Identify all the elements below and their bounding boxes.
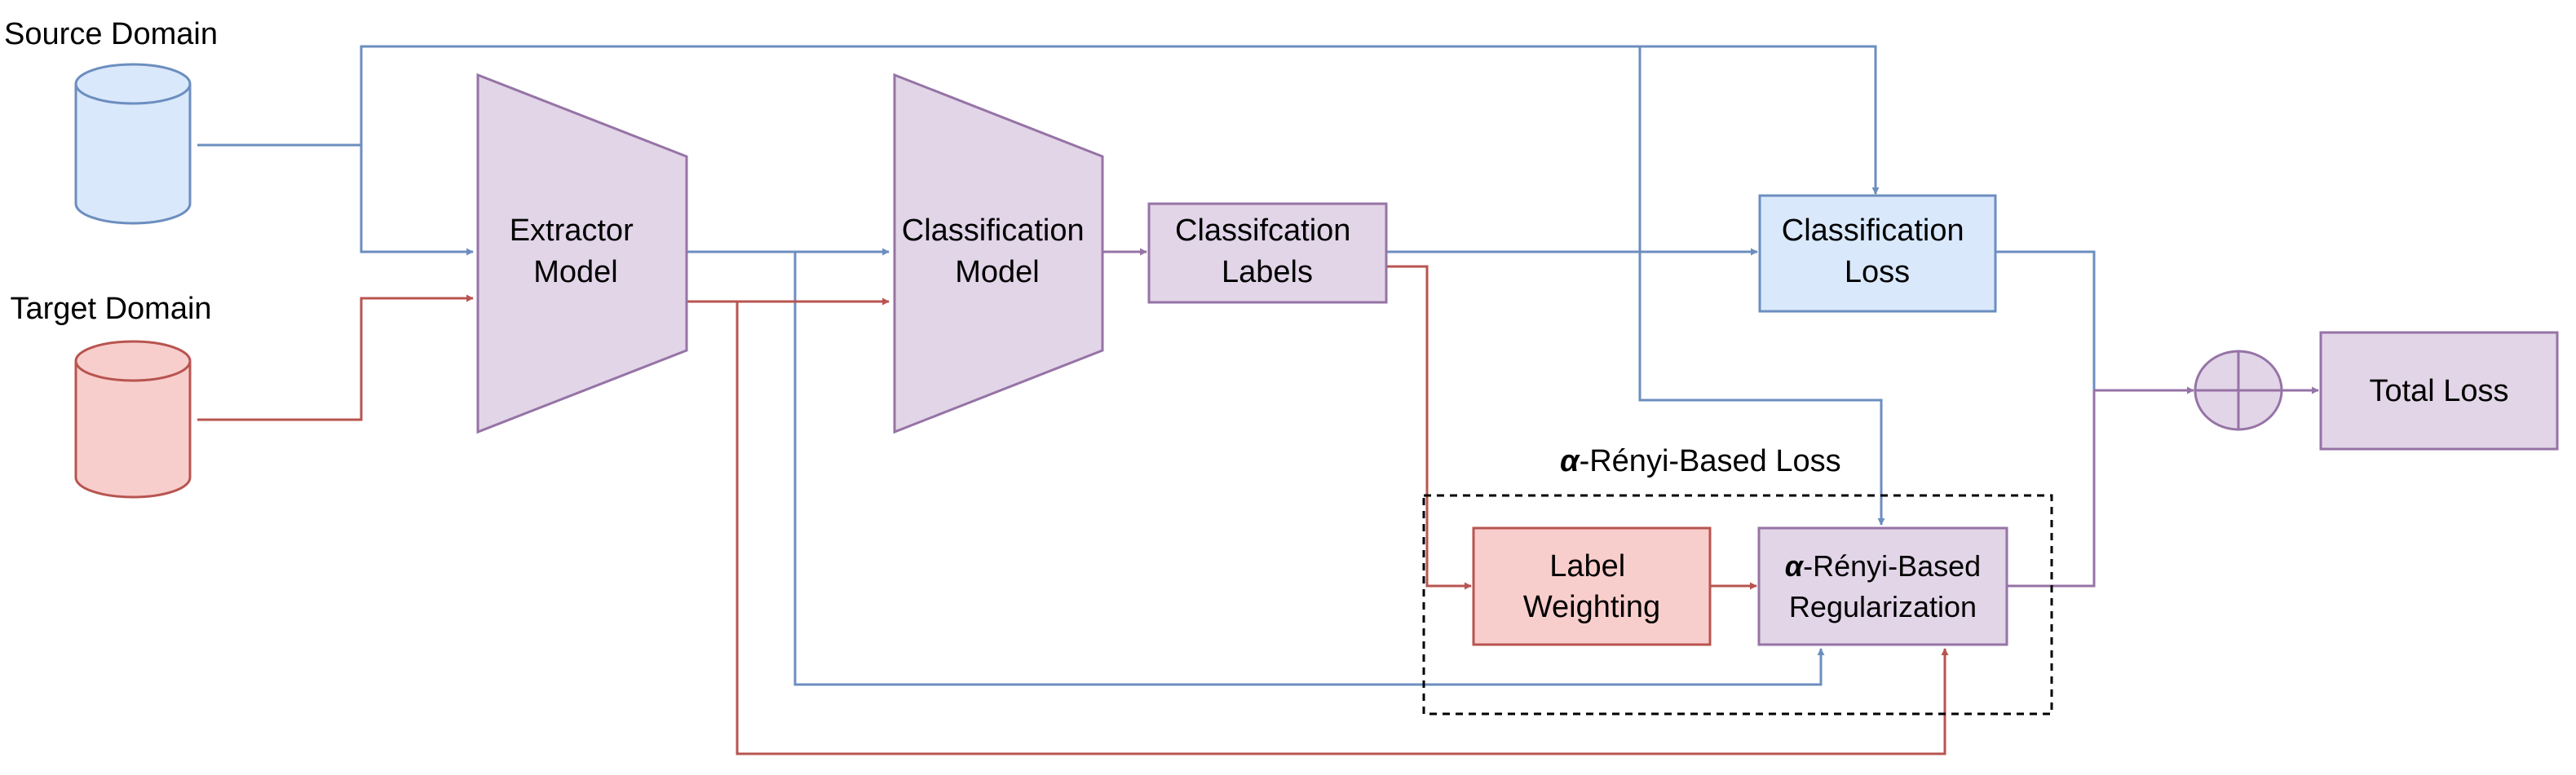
edge-target-to-extractor — [197, 294, 474, 421]
renyi-regularization-line2: Regularization — [1789, 590, 1977, 623]
renyi-loss-group-title: α-Rényi-Based Loss — [1560, 444, 1841, 478]
total-loss-box: Total Loss — [2319, 331, 2559, 451]
classification-loss-line1: Classification — [1782, 214, 1964, 248]
classification-model-label: Classification Model — [902, 214, 1093, 289]
edges — [197, 45, 2319, 755]
renyi-loss-group: α-Rényi-Based Loss — [1422, 444, 2053, 716]
edge-classification-loss-to-sum — [1995, 250, 2096, 390]
renyi-regularization-line1: α-Rényi-Based — [1785, 549, 1981, 583]
renyi-loss-group-border — [1422, 494, 2053, 716]
classification-labels-box: Classifcation Labels — [1147, 202, 1388, 304]
renyi-regularization-line1-text: -Rényi-Based — [1803, 549, 1981, 583]
alpha-symbol: α — [1785, 549, 1805, 583]
total-loss-label: Total Loss — [2369, 374, 2508, 408]
renyi-regularization-box: α-Rényi-Based Regularization — [1757, 526, 2008, 646]
target-database-icon — [74, 340, 192, 499]
circle-plus-icon — [2194, 350, 2283, 431]
classification-labels-line2: Labels — [1222, 255, 1313, 289]
edge-regularization-to-sum — [2007, 390, 2096, 588]
label-weighting-line2: Weighting — [1523, 590, 1660, 624]
classification-loss-box: Classification Loss — [1758, 194, 1997, 313]
target-domain-title: Target Domain — [10, 292, 211, 326]
label-weighting-line1: Label — [1549, 549, 1625, 583]
target-domain: Target Domain — [10, 292, 212, 499]
extractor-model-label-line1: Extractor — [510, 214, 634, 248]
edge-source-to-classification-loss — [360, 45, 1880, 195]
classification-loss-label: Classification Loss — [1782, 214, 1973, 289]
label-weighting-label: Label Weighting — [1523, 549, 1660, 624]
source-database-icon — [74, 63, 192, 225]
sum-node — [2194, 350, 2283, 431]
extractor-model-label-line2: Model — [533, 255, 618, 289]
classification-model-label-line1: Classification — [902, 214, 1085, 248]
classification-loss-line2: Loss — [1845, 255, 1910, 289]
label-weighting-box: Label Weighting — [1472, 526, 1712, 646]
classification-model: Classification Model — [893, 73, 1104, 434]
extractor-model: Extractor Model — [476, 73, 688, 434]
classification-model-label-line2: Model — [955, 255, 1040, 289]
edge-source-to-regularization — [1638, 46, 1885, 526]
renyi-loss-group-title-text: -Rényi-Based Loss — [1580, 444, 1841, 478]
source-domain: Source Domain — [4, 17, 218, 225]
edge-extractor-target-to-regularization — [736, 302, 1949, 755]
classification-labels-label: Classifcation Labels — [1175, 214, 1359, 289]
edge-extractor-source-to-regularization — [793, 252, 1825, 686]
classification-labels-line1: Classifcation — [1175, 214, 1350, 248]
source-domain-title: Source Domain — [4, 17, 218, 51]
edge-source-to-extractor — [197, 143, 474, 256]
edge-labels-to-weighting — [1386, 265, 1472, 590]
alpha-symbol: α — [1560, 444, 1580, 478]
extractor-model-label: Extractor Model — [510, 214, 643, 289]
